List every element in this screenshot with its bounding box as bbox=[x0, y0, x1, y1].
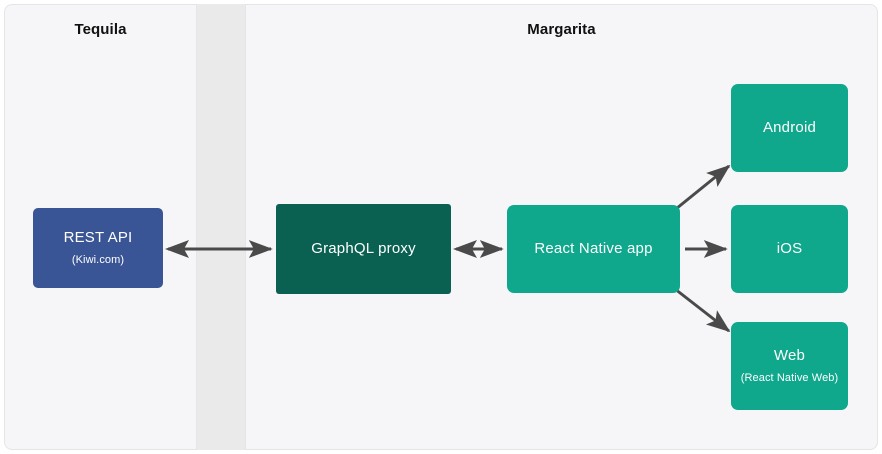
panel-title-margarita: Margarita bbox=[527, 21, 596, 38]
panel-title-tequila: Tequila bbox=[74, 21, 127, 38]
node-rest-api-subtitle: (Kiwi.com) bbox=[71, 253, 125, 266]
node-rest-api[interactable]: REST API (Kiwi.com) bbox=[33, 208, 163, 288]
node-rest-api-title: REST API bbox=[63, 228, 133, 246]
panel-separator-band bbox=[197, 4, 245, 450]
node-ios[interactable]: iOS bbox=[731, 205, 848, 293]
node-web-subtitle: (React Native Web) bbox=[740, 371, 839, 384]
node-react-native-app-title: React Native app bbox=[534, 240, 653, 257]
node-web-title: Web bbox=[773, 346, 806, 364]
node-android-title: Android bbox=[762, 119, 817, 136]
node-graphql-proxy[interactable]: GraphQL proxy bbox=[276, 204, 451, 294]
node-graphql-proxy-title: GraphQL proxy bbox=[311, 240, 416, 257]
node-android[interactable]: Android bbox=[731, 84, 848, 172]
node-react-native-app[interactable]: React Native app bbox=[507, 205, 680, 293]
node-web[interactable]: Web (React Native Web) bbox=[731, 322, 848, 410]
node-ios-title: iOS bbox=[776, 240, 803, 257]
